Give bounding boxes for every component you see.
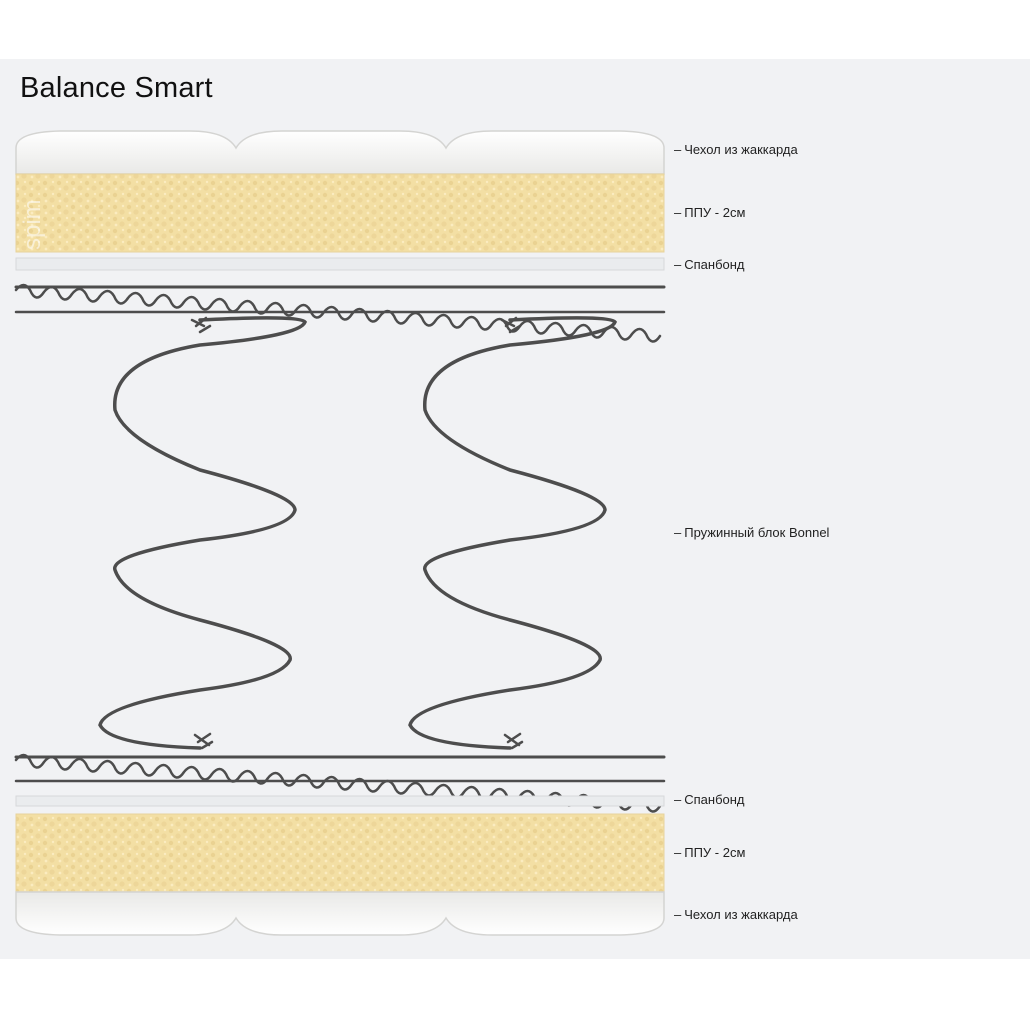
label-spunbond-bottom: –Спанбонд — [674, 792, 745, 807]
label-cover-bottom: –Чехол из жаккарда — [674, 907, 798, 922]
spunbond-bottom — [15, 795, 665, 807]
cover-bottom — [15, 891, 665, 936]
label-cover-top: –Чехол из жаккарда — [674, 142, 798, 157]
label-foam-bottom: –ППУ - 2см — [674, 845, 746, 860]
watermark: spim — [19, 199, 46, 250]
foam-top: spim — [15, 173, 665, 253]
label-spunbond-top: –Спанбонд — [674, 257, 745, 272]
label-foam-top: –ППУ - 2см — [674, 205, 746, 220]
label-spring-block: –Пружинный блок Bonnel — [674, 525, 830, 540]
page-title: Balance Smart — [20, 72, 213, 104]
spunbond-top — [15, 257, 665, 271]
foam-bottom — [15, 813, 665, 893]
spring-block — [14, 283, 666, 813]
cover-top — [15, 130, 665, 175]
